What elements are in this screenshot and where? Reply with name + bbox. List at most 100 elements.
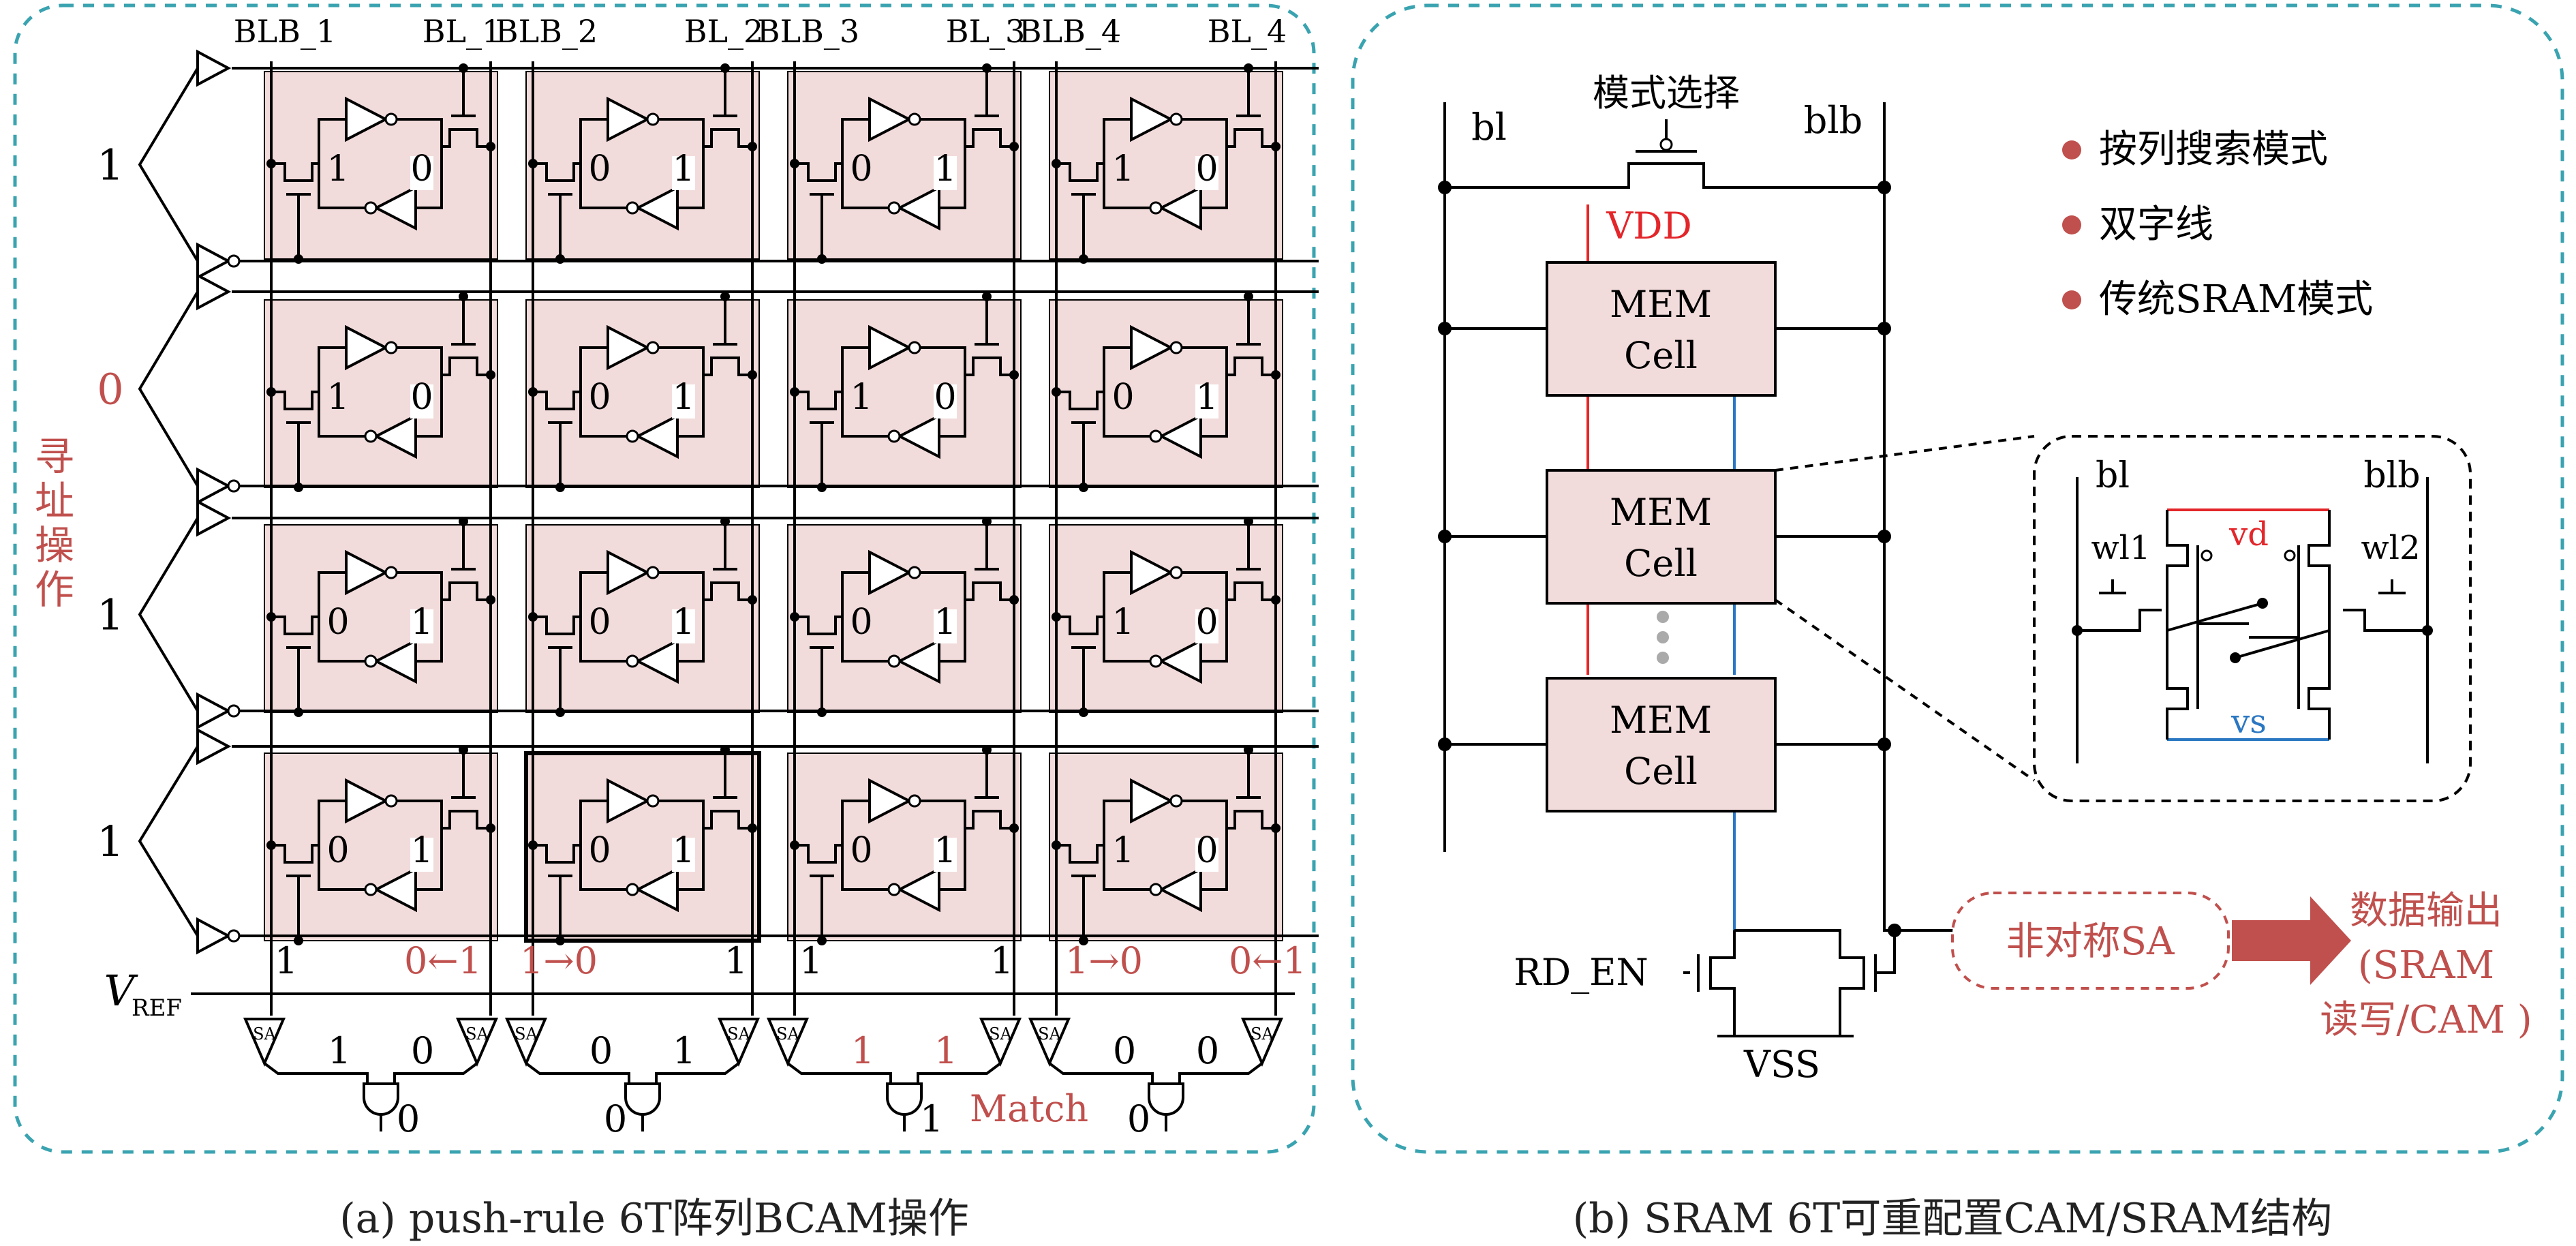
inverter-bubble	[908, 341, 921, 354]
output-text-line-3: 读写/CAM )	[2320, 998, 2532, 1042]
and-gate-inputs-1	[263, 1062, 478, 1084]
value-bg	[410, 156, 433, 190]
junction-dot	[486, 370, 495, 380]
cell-value-left: 0	[588, 602, 611, 643]
cell-r4-c2-outline	[524, 751, 761, 943]
access-transistor-left	[795, 616, 842, 712]
mem-cell-label: Cell	[1624, 750, 1698, 793]
zoom-guide	[1774, 435, 2036, 782]
inverter-bubble	[364, 654, 378, 668]
cell-value-left: 1	[1111, 149, 1134, 189]
junction-dot	[1009, 595, 1019, 605]
cell-value-right: 1	[934, 149, 956, 189]
value-bg	[672, 838, 695, 872]
row-driver-bottom-1	[196, 242, 232, 280]
caption-a: (a) push-rule 6T阵列BCAM操作	[339, 1195, 969, 1243]
cell-value-right: 1	[1195, 377, 1218, 418]
access-transistor-right	[1227, 68, 1276, 148]
inverter-bubble	[1149, 883, 1163, 896]
cell-value-right: 0	[1195, 149, 1218, 189]
sense-amp-label: SA	[465, 1024, 489, 1044]
inverter-bubble	[364, 429, 378, 443]
value-bg	[672, 384, 695, 419]
cell-value-left: 1	[850, 377, 872, 418]
junction-dot	[1079, 483, 1088, 492]
pmos-bubble	[1659, 138, 1673, 151]
junction-dot	[1271, 823, 1281, 833]
junction-dot	[1877, 738, 1891, 751]
row-value-4: 1	[97, 817, 123, 866]
row-driver-top-3	[196, 499, 232, 537]
column-label-bl-4: BL_4	[1208, 13, 1287, 50]
bitline-value-3: 1→0	[520, 939, 598, 982]
access-transistor-right	[965, 750, 1014, 830]
cell-value-right: 1	[672, 830, 694, 871]
junction-dot	[294, 483, 303, 492]
output-value-4: 0	[1127, 1097, 1150, 1140]
value-bg	[410, 384, 433, 419]
sa-value-2: 0	[411, 1029, 434, 1072]
inverter-bubble	[1169, 566, 1183, 579]
junction-dot	[982, 292, 992, 301]
cell-r3-c1	[264, 524, 498, 713]
junction-dot	[1052, 159, 1061, 168]
side-label-char: 作	[35, 566, 74, 613]
access-transistor-left	[1056, 844, 1104, 941]
junction-dot	[982, 63, 992, 73]
junction-dot	[720, 517, 730, 526]
junction-dot	[1244, 517, 1253, 526]
inverter-bubble	[1169, 341, 1183, 354]
sa-value-3: 0	[589, 1029, 613, 1072]
and-gate-1	[363, 1082, 399, 1116]
column-label-bl-2: BL_2	[684, 13, 764, 50]
cell-r4-c2	[525, 753, 760, 941]
access-transistor-left	[1056, 616, 1104, 712]
cell-value-right: 1	[672, 602, 694, 643]
panel-a-frame	[13, 3, 1316, 1154]
panel-b-frame	[1351, 3, 2564, 1154]
cell-r2-c1	[264, 299, 498, 488]
sa-value-8: 0	[1196, 1029, 1219, 1072]
vss-label: VSS	[1743, 1043, 1820, 1086]
junction-dot	[748, 595, 757, 605]
inverter-bubble	[1149, 201, 1163, 215]
ellipsis-dot	[1657, 631, 1669, 643]
zoom-box	[2033, 435, 2472, 802]
junction-dot	[294, 936, 303, 945]
cell-value-left: 1	[1111, 830, 1134, 871]
column-label-bl-1: BL_1	[423, 13, 502, 50]
and-gate-inputs-3	[786, 1062, 1002, 1084]
vdd-label: VDD	[1606, 204, 1692, 247]
junction-dot	[1438, 322, 1452, 335]
access-transistor-left	[795, 391, 842, 487]
mem-cell-label: MEM	[1610, 699, 1712, 742]
sa-value-5: 1	[851, 1029, 874, 1072]
junction-dot	[266, 840, 276, 850]
rd-en-label: RD_EN	[1514, 951, 1649, 994]
inverter-bubble	[646, 112, 660, 126]
and-gate-2	[624, 1082, 661, 1116]
output-text-line-2: (SRAM	[2358, 943, 2494, 988]
junction-dot	[2422, 625, 2433, 636]
junction-dot	[555, 936, 565, 945]
cell-r1-c2	[525, 71, 760, 260]
value-bg	[1195, 384, 1218, 419]
bitline-value-6: 1	[990, 939, 1013, 982]
inverter-bubble	[626, 429, 639, 443]
row-driver-bottom-3	[196, 692, 232, 730]
cell-value-left: 1	[326, 377, 349, 418]
sense-amp-label: SA	[776, 1024, 799, 1044]
junction-dot	[720, 292, 730, 301]
inverter-bubble	[1169, 794, 1183, 808]
cell-value-right: 1	[934, 830, 956, 871]
inverter-bubble	[384, 794, 398, 808]
junction-dot	[1009, 823, 1019, 833]
blb-label: blb	[1804, 99, 1862, 142]
access-transistor-right	[965, 521, 1014, 601]
mem-cell-1	[1546, 261, 1777, 397]
junction-dot	[817, 254, 827, 264]
junction-dot	[817, 936, 827, 945]
inverter-bubble	[887, 883, 901, 896]
